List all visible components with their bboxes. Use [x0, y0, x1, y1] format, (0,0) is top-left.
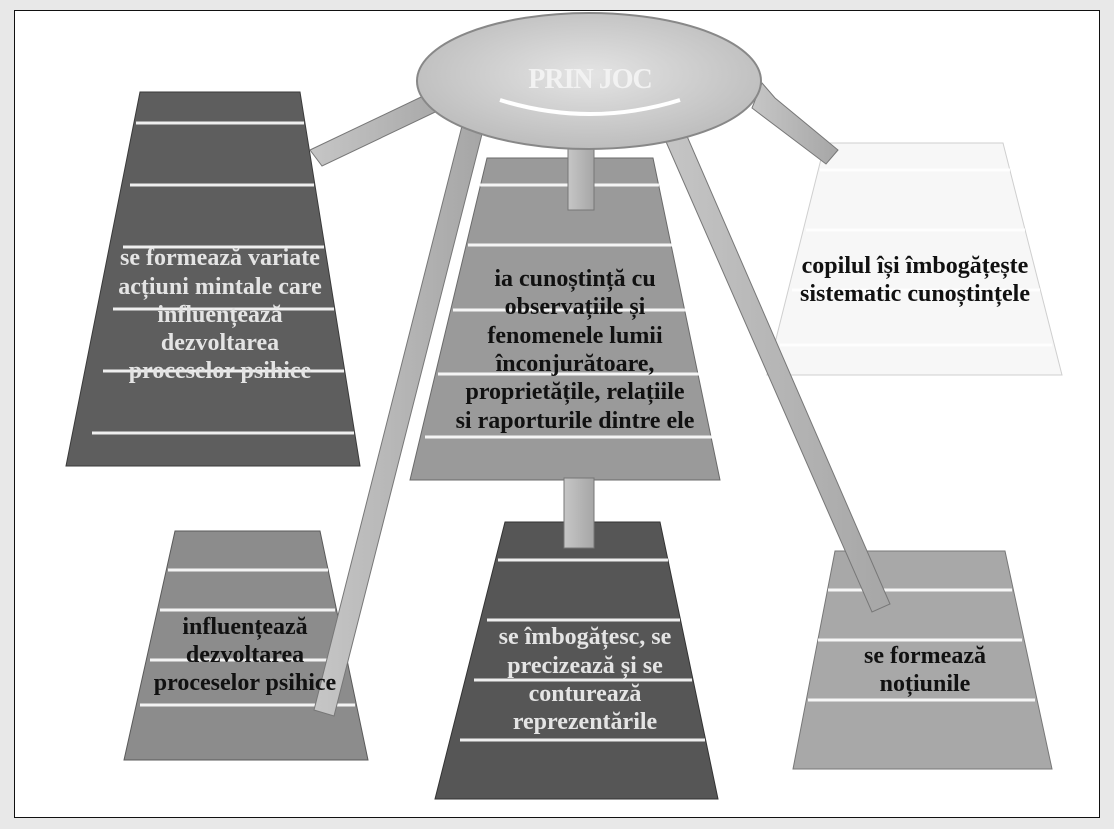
hub — [416, 12, 762, 150]
box-right-text: copilul își îmbogățește sistematic cunoș… — [800, 252, 1030, 307]
box-bottom-left-label: influențează dezvoltarea proceselor psih… — [140, 570, 350, 740]
box-bottom-left-text: influențează dezvoltarea proceselor psih… — [153, 613, 337, 697]
hub-label-text: PRIN JOC — [528, 64, 652, 96]
connector-stem-bottom — [563, 477, 595, 549]
box-left-text: se formează variate acțiuni mintale care… — [118, 245, 322, 385]
hub-label: PRIN JOC — [480, 58, 700, 102]
hub-smile — [499, 98, 681, 116]
box-center-label: ia cunoștință cu observațiile și fenomen… — [455, 220, 695, 480]
box-bottom-center-shape — [434, 521, 719, 800]
box-left-label: se formează variate acțiuni mintale care… — [110, 195, 330, 435]
box-right-label: copilul își îmbogățește sistematic cunoș… — [800, 200, 1030, 360]
box-right-shape — [766, 142, 1063, 376]
band-lines — [92, 121, 1052, 742]
box-bottom-right-text: se formează noțiunile — [864, 642, 986, 697]
box-bottom-right-shape — [792, 550, 1053, 770]
box-bottom-center-label: se îmbogățesc, se precizează și se contu… — [470, 600, 700, 760]
connector-leg-right — [751, 82, 839, 165]
box-center-shape — [409, 157, 721, 481]
box-center-text: ia cunoștință cu observațiile și fenomen… — [455, 266, 695, 434]
box-bottom-right-label: se formează noțiunile — [830, 620, 1020, 720]
box-bottom-center-text: se îmbogățesc, se precizează și se contu… — [498, 624, 672, 736]
box-bottom-left-shape — [123, 530, 369, 761]
